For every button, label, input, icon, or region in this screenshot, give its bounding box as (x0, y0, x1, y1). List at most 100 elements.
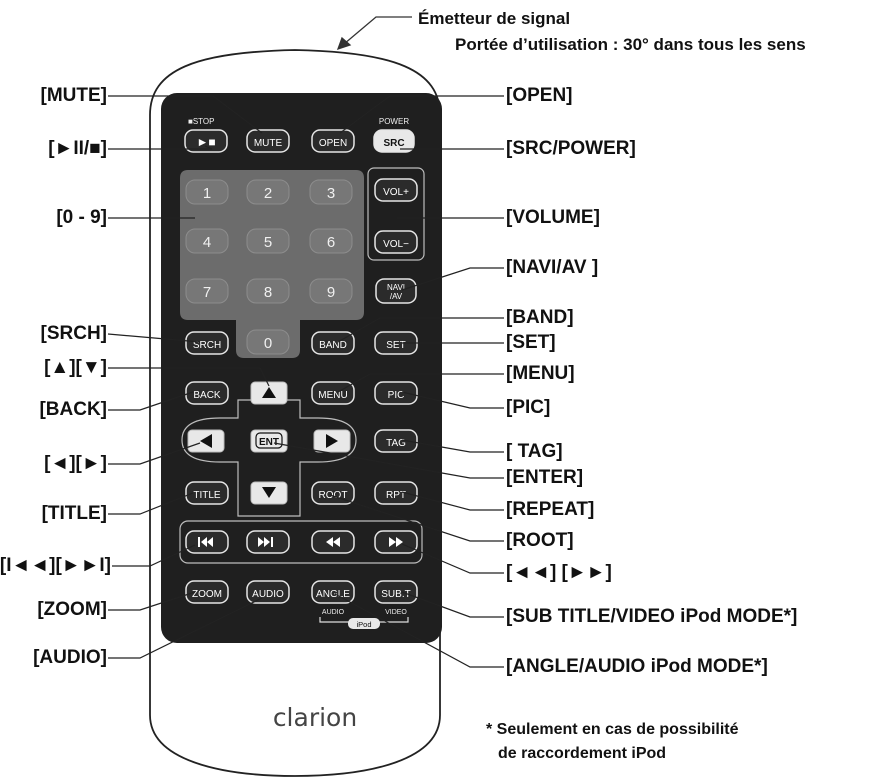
leader-back (108, 391, 194, 411)
title-button[interactable] (185, 481, 229, 505)
srch-button[interactable] (185, 331, 229, 355)
leader-root (329, 494, 504, 542)
open-key-label: OPEN (319, 138, 347, 149)
callout-tag: [ TAG] (506, 441, 563, 462)
signal-range: Portée d’utilisation : 30° dans tous les… (455, 35, 806, 54)
leader-play (108, 145, 213, 150)
leader-menu (337, 373, 504, 393)
callout-enter: [ENTER] (506, 467, 584, 488)
callout-audio: [AUDIO] (33, 647, 107, 668)
leader-subtitle (401, 591, 504, 618)
leader-navi (401, 267, 504, 291)
angle-key-label: ANGLE (316, 589, 350, 600)
power-small-label: POWER (379, 117, 409, 126)
key-0-label: 0 (264, 335, 272, 352)
pic-key-label: PIC (388, 390, 405, 401)
leader-enter (273, 442, 504, 479)
src-key-label: SRC (383, 138, 404, 149)
menu-button[interactable] (311, 381, 355, 405)
audio-key-label: AUDIO (252, 589, 284, 600)
callout-angle: [ANGLE/AUDIO iPod MODE*] (506, 656, 768, 677)
callout-num: [0 - 9] (56, 207, 107, 228)
play-stop-button[interactable] (184, 129, 228, 153)
subt-button[interactable] (374, 580, 418, 604)
brand-logo: clarion (272, 703, 358, 732)
angle-button[interactable] (311, 580, 355, 604)
key-0[interactable] (246, 329, 290, 355)
key-5[interactable] (246, 228, 290, 254)
callout-navi: [NAVI/AV ] (506, 257, 599, 278)
key-9[interactable] (309, 278, 353, 304)
back-key-label: BACK (193, 390, 221, 401)
key-3[interactable] (309, 179, 353, 205)
leader-skip (112, 544, 196, 567)
callout-back: [BACK] (39, 399, 107, 420)
callout-subtitle: [SUB TITLE/VIDEO iPod MODE*] (506, 606, 798, 627)
key-1[interactable] (185, 179, 229, 205)
audio-button[interactable] (246, 580, 290, 604)
open-button[interactable] (311, 129, 355, 153)
dpad-outline (181, 399, 357, 517)
signal-arrow (336, 16, 412, 51)
key-9-label: 9 (327, 284, 335, 301)
key-4[interactable] (185, 228, 229, 254)
callout-open: [OPEN] (506, 85, 573, 106)
ent-button[interactable] (250, 429, 288, 453)
key-4-label: 4 (203, 234, 211, 251)
callout-band: [BAND] (506, 307, 574, 328)
zoom-button[interactable] (185, 580, 229, 604)
volume-up-button[interactable] (374, 178, 418, 202)
key-8-label: 8 (264, 284, 272, 301)
stop-small-label: ■STOP (188, 117, 214, 126)
numeric-pad-area (180, 170, 364, 358)
key-5-label: 5 (264, 234, 272, 251)
callout-menu: [MENU] (506, 363, 575, 384)
menu-key-label: MENU (318, 390, 347, 401)
numeric-keys: 1 2 3 4 5 6 7 8 9 0 (185, 179, 353, 355)
tag-button[interactable] (374, 429, 418, 453)
key-2[interactable] (246, 179, 290, 205)
transport-row-outline (179, 520, 423, 564)
pic-button[interactable] (374, 381, 418, 405)
src-power-button[interactable] (373, 129, 415, 153)
rpt-button[interactable] (374, 481, 418, 505)
volume-group-outline (367, 167, 425, 261)
callout-pic: [PIC] (506, 397, 551, 418)
ipod-badge (348, 618, 380, 629)
key-8[interactable] (246, 278, 290, 304)
leader-title (108, 492, 194, 515)
volume-up-label: VOL+ (383, 187, 409, 198)
key-7[interactable] (185, 278, 229, 304)
rpt-key-label: RPT (386, 490, 406, 501)
band-button[interactable] (311, 331, 355, 355)
leader-tag (401, 439, 504, 453)
mute-button[interactable] (246, 129, 290, 153)
ipod-small-label: iPod (356, 620, 371, 629)
leader-audio (108, 597, 263, 659)
callout-ffrew: [◄◄] [►►] (506, 562, 612, 583)
callout-title: [TITLE] (41, 503, 107, 524)
ent-inner-frame (255, 432, 283, 449)
footnote-line1: * Seulement en cas de possibilité (486, 721, 739, 738)
leader-pic (401, 391, 504, 409)
callout-src-power: [SRC/POWER] (506, 138, 636, 159)
leader-zoom (108, 591, 196, 611)
rewind-icon (326, 537, 340, 547)
volume-down-button[interactable] (374, 230, 418, 254)
callout-mute: [MUTE] (40, 85, 107, 106)
leader-lines (107, 95, 504, 668)
signal-title: Émetteur de signal (418, 9, 571, 28)
mute-key-label: MUTE (254, 138, 283, 149)
band-key-label: BAND (319, 340, 347, 351)
leader-ffrew (401, 543, 504, 574)
key-3-label: 3 (327, 185, 335, 202)
title-key-label: TITLE (193, 490, 221, 501)
video-small-label: VIDEO (385, 609, 407, 616)
navi-key-label: NAVI (387, 283, 405, 292)
key-6[interactable] (309, 228, 353, 254)
leader-updown (108, 367, 270, 387)
back-button[interactable] (185, 381, 229, 405)
navi-av-button[interactable] (375, 278, 417, 304)
root-button[interactable] (311, 481, 355, 505)
callout-root: [ROOT] (506, 530, 574, 551)
